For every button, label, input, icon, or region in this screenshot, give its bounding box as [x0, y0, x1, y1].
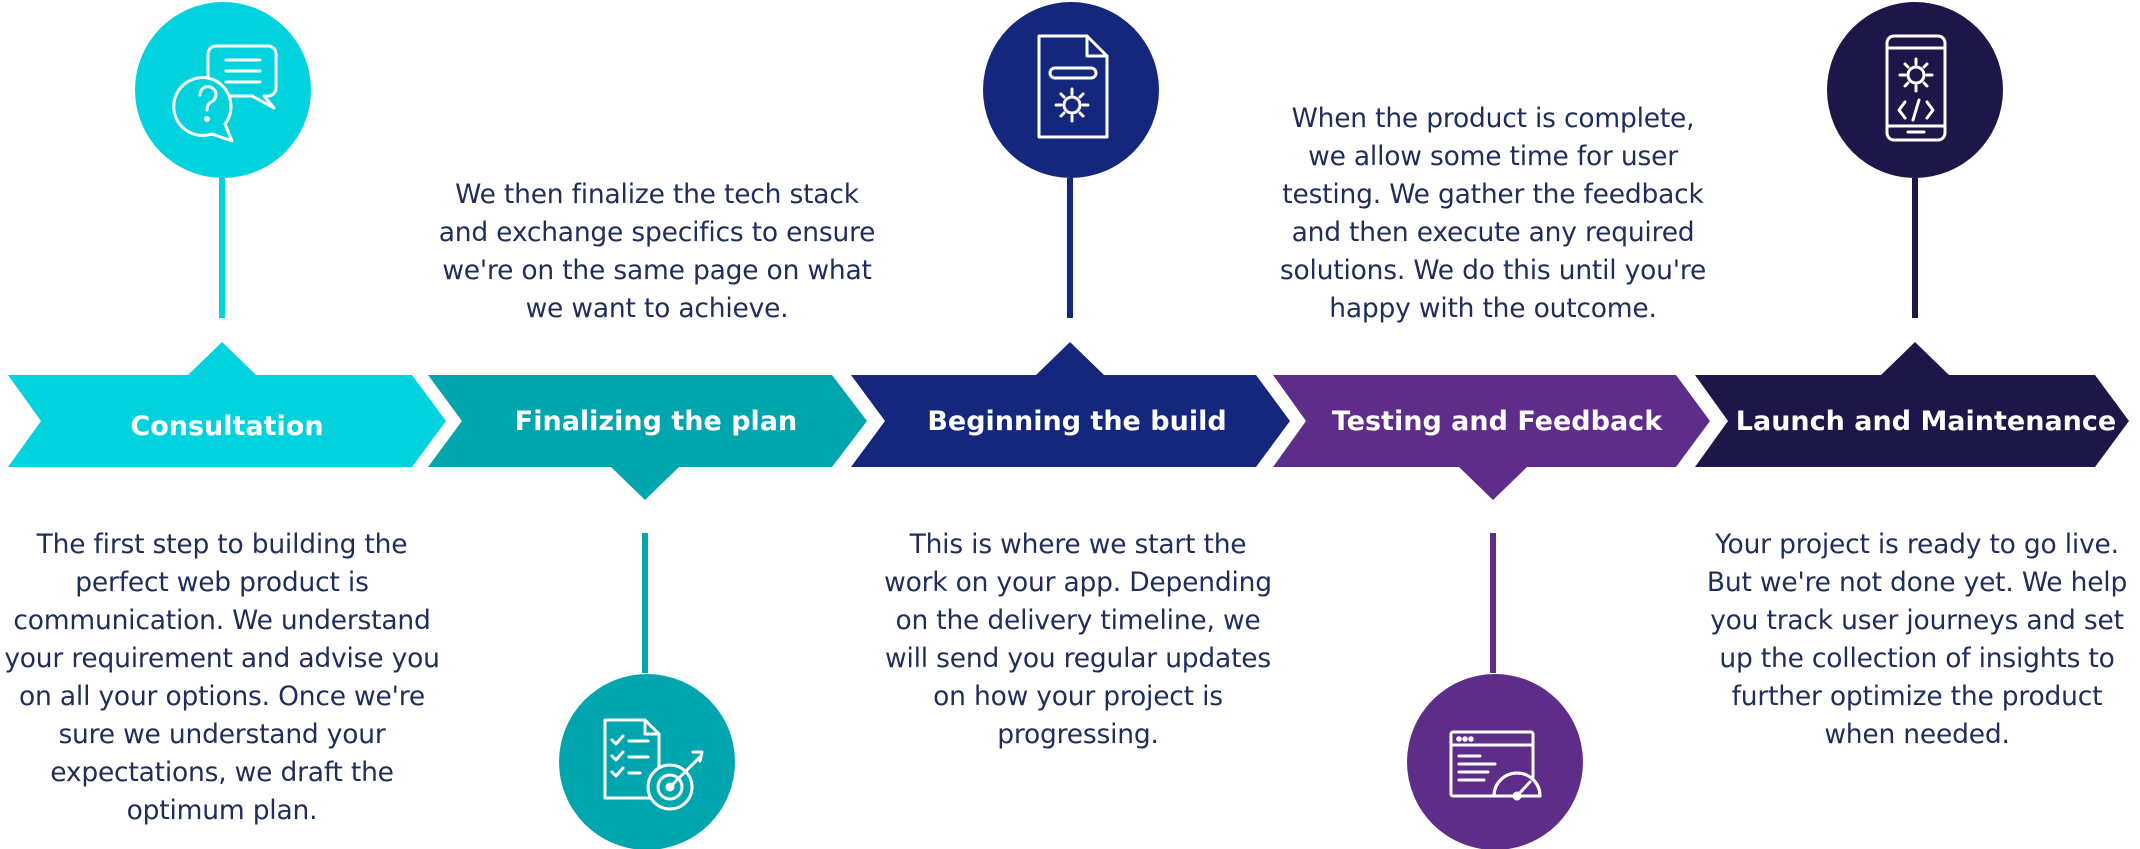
- step-2-label: Finalizing the plan: [515, 406, 797, 437]
- chat-question-icon: [172, 44, 278, 143]
- step-4-pointer: [1459, 467, 1527, 500]
- step-beginning-build: Beginning the build: [851, 2, 1290, 467]
- document-gear-icon: [1037, 34, 1109, 139]
- step-launch-maintenance: Launch and Maintenance: [1695, 2, 2129, 467]
- step-3-arrow: [851, 375, 1290, 467]
- step-3-connector: [1067, 178, 1073, 318]
- step-2-icon-circle: [559, 674, 735, 849]
- step-1-arrow: [8, 375, 446, 467]
- step-5-label: Launch and Maintenance: [1736, 406, 2116, 437]
- step-4-connector: [1490, 533, 1496, 673]
- phone-code-gear-icon: [1885, 34, 1947, 142]
- step-4-label: Testing and Feedback: [1332, 406, 1663, 437]
- step-2-connector: [642, 533, 648, 673]
- step-5-pointer: [1881, 342, 1949, 375]
- step-1-pointer: [188, 342, 256, 375]
- step-3-pointer: [1036, 342, 1104, 375]
- step-2-arrow: [428, 375, 867, 467]
- step-5-description: Your project is ready to go live. But we…: [1706, 529, 2128, 750]
- step-4-arrow: [1273, 375, 1710, 467]
- step-1-label: Consultation: [130, 411, 323, 442]
- browser-gauge-icon: [1449, 730, 1542, 801]
- step-finalizing-plan: Finalizing the plan: [428, 375, 867, 849]
- step-consultation: Consultation: [8, 2, 446, 467]
- step-5-connector: [1912, 178, 1918, 318]
- step-5-arrow: [1695, 375, 2129, 467]
- step-3-label: Beginning the build: [927, 406, 1226, 437]
- step-2-pointer: [611, 467, 679, 500]
- step-2-description: We then finalize the tech stack and exch…: [438, 179, 876, 324]
- step-3-description: This is where we start the work on your …: [884, 529, 1272, 750]
- step-1-connector: [219, 178, 225, 318]
- step-4-description: When the product is complete, we allow s…: [1279, 103, 1707, 324]
- step-1-description: The first step to building the perfect w…: [4, 529, 440, 826]
- step-4-icon-circle: [1407, 674, 1583, 849]
- step-testing-feedback: Testing and Feedback: [1273, 375, 1710, 849]
- checklist-target-icon: [603, 718, 704, 811]
